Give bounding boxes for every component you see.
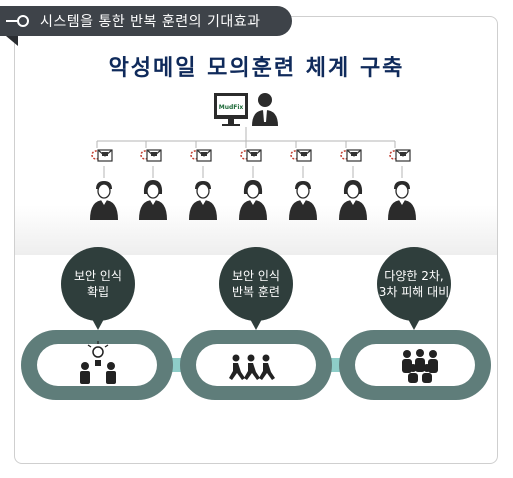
phishing-mail-icon bbox=[240, 149, 262, 162]
key-icon bbox=[6, 15, 29, 27]
hierarchy-lines bbox=[96, 127, 403, 178]
bubble-repeat-training: 보안 인식 반복 훈련 bbox=[219, 247, 293, 330]
phishing-mail-icon bbox=[340, 149, 362, 162]
bubble-awareness: 보안 인식 확립 bbox=[61, 247, 135, 330]
running-people-icon bbox=[229, 354, 275, 380]
employee-icon bbox=[139, 180, 167, 220]
phishing-mail-icon bbox=[389, 149, 411, 162]
employee-icon bbox=[339, 180, 367, 220]
tag-fold bbox=[6, 36, 18, 46]
group-people-icon bbox=[402, 349, 438, 383]
employee-icon bbox=[189, 181, 217, 220]
system-monitor-icon: MudFix bbox=[214, 93, 248, 126]
awareness-icon bbox=[80, 341, 116, 384]
employee-icon bbox=[388, 181, 416, 220]
admin-user-icon bbox=[252, 93, 278, 126]
employee-icon bbox=[90, 181, 118, 220]
employee-icon bbox=[289, 181, 317, 220]
phishing-mail-icon bbox=[190, 149, 212, 162]
phishing-mail-row bbox=[91, 149, 411, 162]
bubble-damage-prevention: 다양한 2차, 3차 피해 대비 bbox=[377, 247, 451, 330]
section-tag: 시스템을 통한 반복 훈련의 기대효과 bbox=[0, 6, 292, 36]
page-title: 악성메일 모의훈련 체계 구축 bbox=[108, 56, 405, 81]
phishing-mail-icon bbox=[140, 149, 162, 162]
employee-icon bbox=[239, 180, 267, 220]
bubble-awareness-text: 보안 인식 확립 bbox=[74, 269, 122, 299]
bubble-damage-prevention-text: 다양한 2차, 3차 피해 대비 bbox=[378, 269, 450, 299]
bubble-repeat-training-text: 보안 인식 반복 훈련 bbox=[232, 269, 280, 299]
section-tag-text: 시스템을 통한 반복 훈련의 기대효과 bbox=[40, 14, 261, 30]
system-logo-text: MudFix bbox=[219, 104, 244, 111]
employee-row bbox=[90, 180, 416, 220]
phishing-mail-icon bbox=[290, 149, 312, 162]
phishing-mail-icon bbox=[91, 149, 113, 162]
